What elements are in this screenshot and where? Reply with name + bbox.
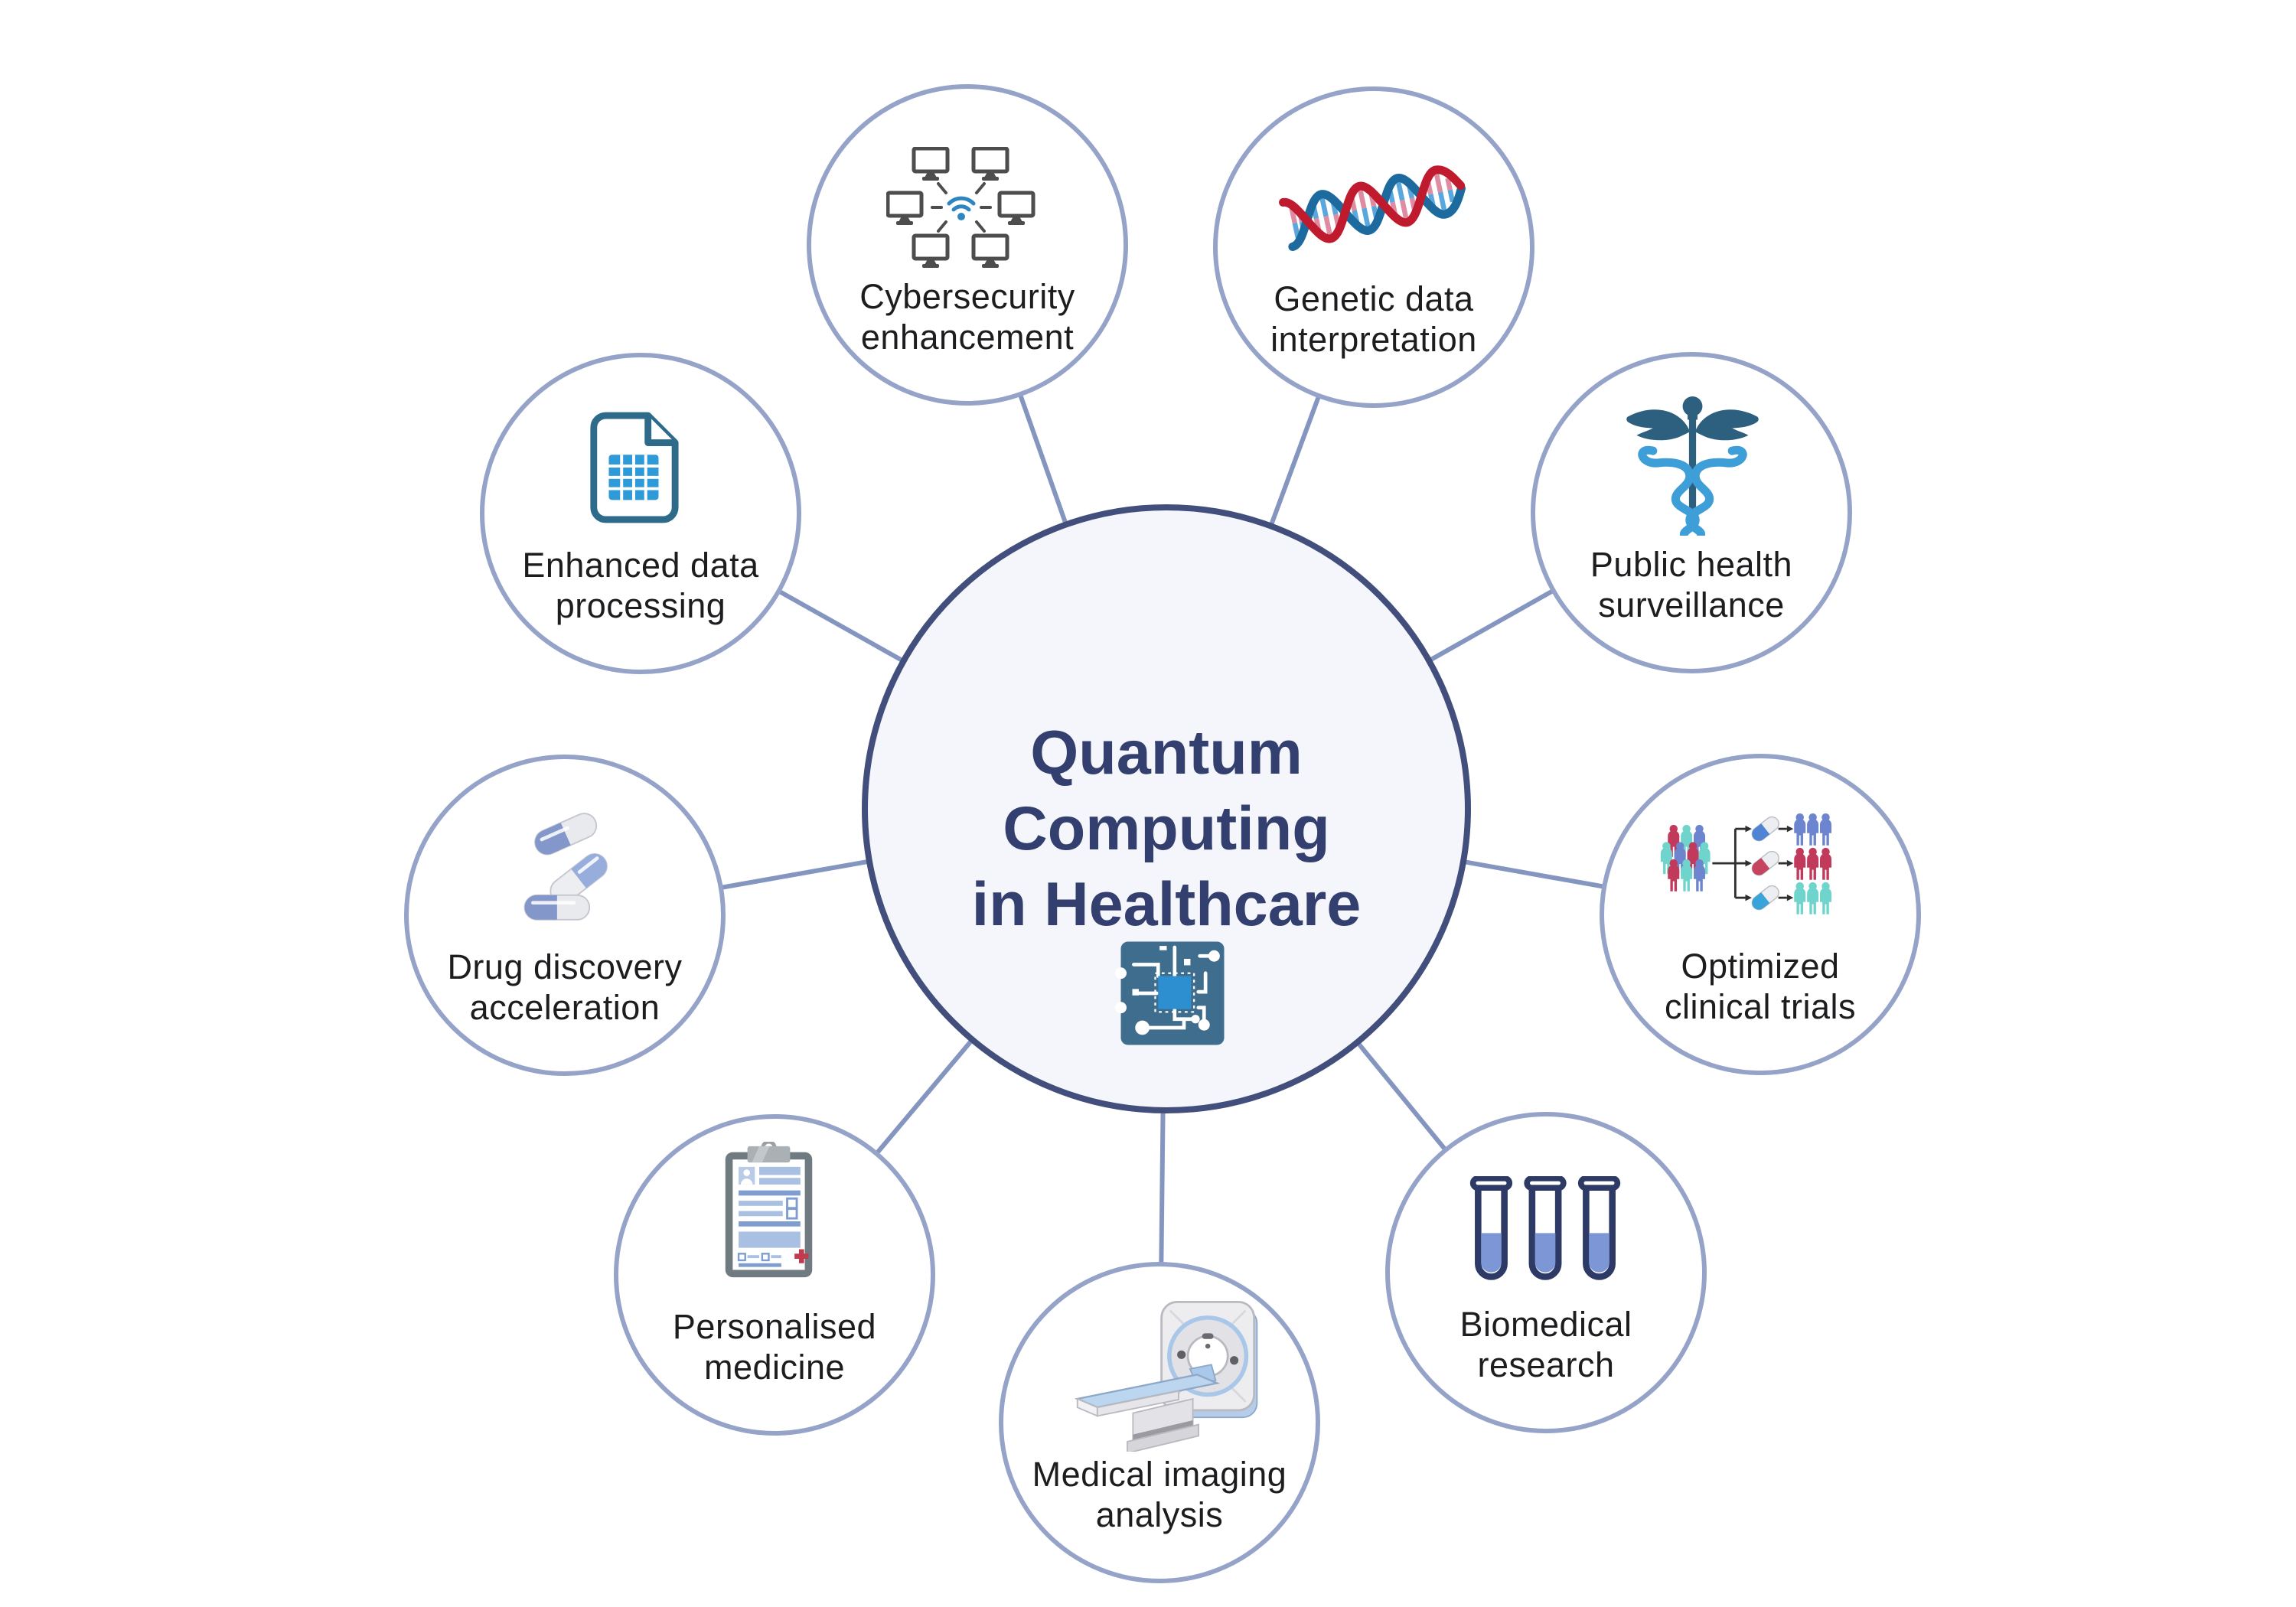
node-label: Optimized clinical trials	[1664, 947, 1857, 1026]
node-cybersecurity-enhancement: Cybersecurity enhancement	[807, 84, 1128, 406]
node-medical-imaging-analysis: Medical imaging analysis	[999, 1262, 1320, 1583]
center-node-quantum-computing: Quantum Computing in Healthcare	[862, 504, 1471, 1113]
capsule-pills-icon	[523, 813, 608, 921]
node-personalised-medicine: Personalised medicine	[614, 1114, 935, 1436]
node-public-health-surveillance: Public health surveillance	[1531, 352, 1852, 673]
medical-clipboard-icon	[725, 1142, 813, 1278]
node-genetic-data-interpretation: Genetic data interpretation	[1213, 86, 1534, 408]
node-label: Personalised medicine	[672, 1307, 877, 1387]
dna-helix-icon	[1279, 165, 1466, 251]
node-optimized-clinical-trials: Optimized clinical trials	[1600, 754, 1921, 1075]
node-label: Enhanced data processing	[522, 546, 759, 625]
center-title-line2: in Healthcare	[971, 869, 1362, 939]
node-label: Drug discovery acceleration	[447, 947, 683, 1027]
caduceus-icon	[1626, 396, 1759, 536]
center-title-line1: Quantum Computing	[1003, 719, 1330, 863]
computer-network-icon	[886, 147, 1035, 268]
node-drug-discovery-acceleration: Drug discovery acceleration	[404, 755, 726, 1076]
node-enhanced-data-processing: Enhanced data processing	[480, 353, 801, 674]
test-tubes-icon	[1469, 1176, 1621, 1280]
quantum-chip-circuit-icon	[1115, 941, 1225, 1045]
node-label: Medical imaging analysis	[1032, 1455, 1287, 1534]
spreadsheet-document-icon	[590, 412, 679, 523]
clinical-trial-cohorts-icon	[1660, 813, 1831, 914]
node-label: Cybersecurity enhancement	[859, 277, 1075, 357]
node-biomedical-research: Biomedical research	[1385, 1112, 1707, 1433]
node-label: Public health surveillance	[1590, 545, 1793, 624]
center-title: Quantum Computing in Healthcare	[868, 715, 1465, 942]
node-label: Genetic data interpretation	[1270, 279, 1477, 359]
node-label: Biomedical research	[1459, 1305, 1632, 1384]
ct-scanner-icon	[1074, 1301, 1258, 1452]
